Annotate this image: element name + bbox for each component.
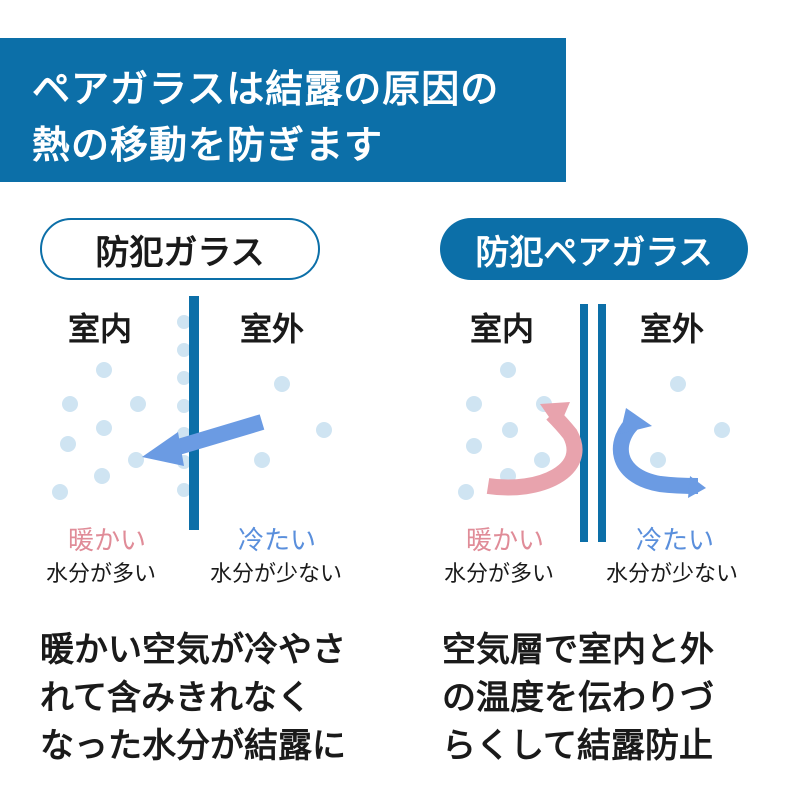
header-banner: ペアガラスは結露の原因の 熱の移動を防ぎます [0, 38, 566, 182]
left-caption: 暖かい空気が冷やさ れて含みきれなく なった水分が結露に [40, 626, 346, 770]
left-cold-label: 冷たい [238, 526, 317, 556]
header-title-line2: 熱の移動を防ぎます [32, 123, 384, 167]
right-glass-pane-inner [580, 304, 588, 542]
right-cold-sub: 水分が少ない [606, 562, 739, 587]
left-heat-arrow [142, 414, 265, 466]
right-moisture-dots [458, 362, 730, 500]
left-glass-pane [189, 296, 199, 530]
right-caption-line3: らくして結露防止 [442, 726, 713, 766]
left-condensation-dots [177, 315, 191, 497]
left-caption-line1: 暖かい空気が冷やさ [40, 630, 346, 670]
right-outdoor-label: 室外 [640, 310, 705, 348]
right-glass-pane-outer [598, 304, 606, 542]
right-panel-title: 防犯ペアガラス [440, 218, 748, 280]
right-warm-label: 暖かい [466, 526, 545, 556]
right-caption-line1: 空気層で室内と外 [442, 630, 714, 670]
left-indoor-label: 室内 [68, 310, 133, 348]
right-warm-return-arrow [486, 402, 583, 496]
left-warm-label: 暖かい [68, 526, 147, 556]
right-indoor-label: 室内 [470, 310, 535, 348]
right-caption-line2: の温度を伝わりづ [442, 678, 714, 718]
right-warm-sub: 水分が多い [444, 562, 555, 587]
left-panel-title: 防犯ガラス [40, 218, 320, 280]
left-warm-sub: 水分が多い [46, 562, 157, 587]
header-title-line1: ペアガラスは結露の原因の [32, 67, 500, 111]
left-outdoor-label: 室外 [240, 310, 305, 348]
left-moisture-dots [52, 362, 332, 500]
left-caption-line2: れて含みきれなく [40, 678, 311, 718]
left-caption-line3: なった水分が結露に [40, 726, 346, 766]
right-cold-label: 冷たい [636, 526, 715, 556]
left-cold-sub: 水分が少ない [210, 562, 343, 587]
right-caption: 空気層で室内と外 の温度を伝わりづ らくして結露防止 [442, 626, 714, 770]
right-cold-return-arrow [612, 408, 706, 498]
